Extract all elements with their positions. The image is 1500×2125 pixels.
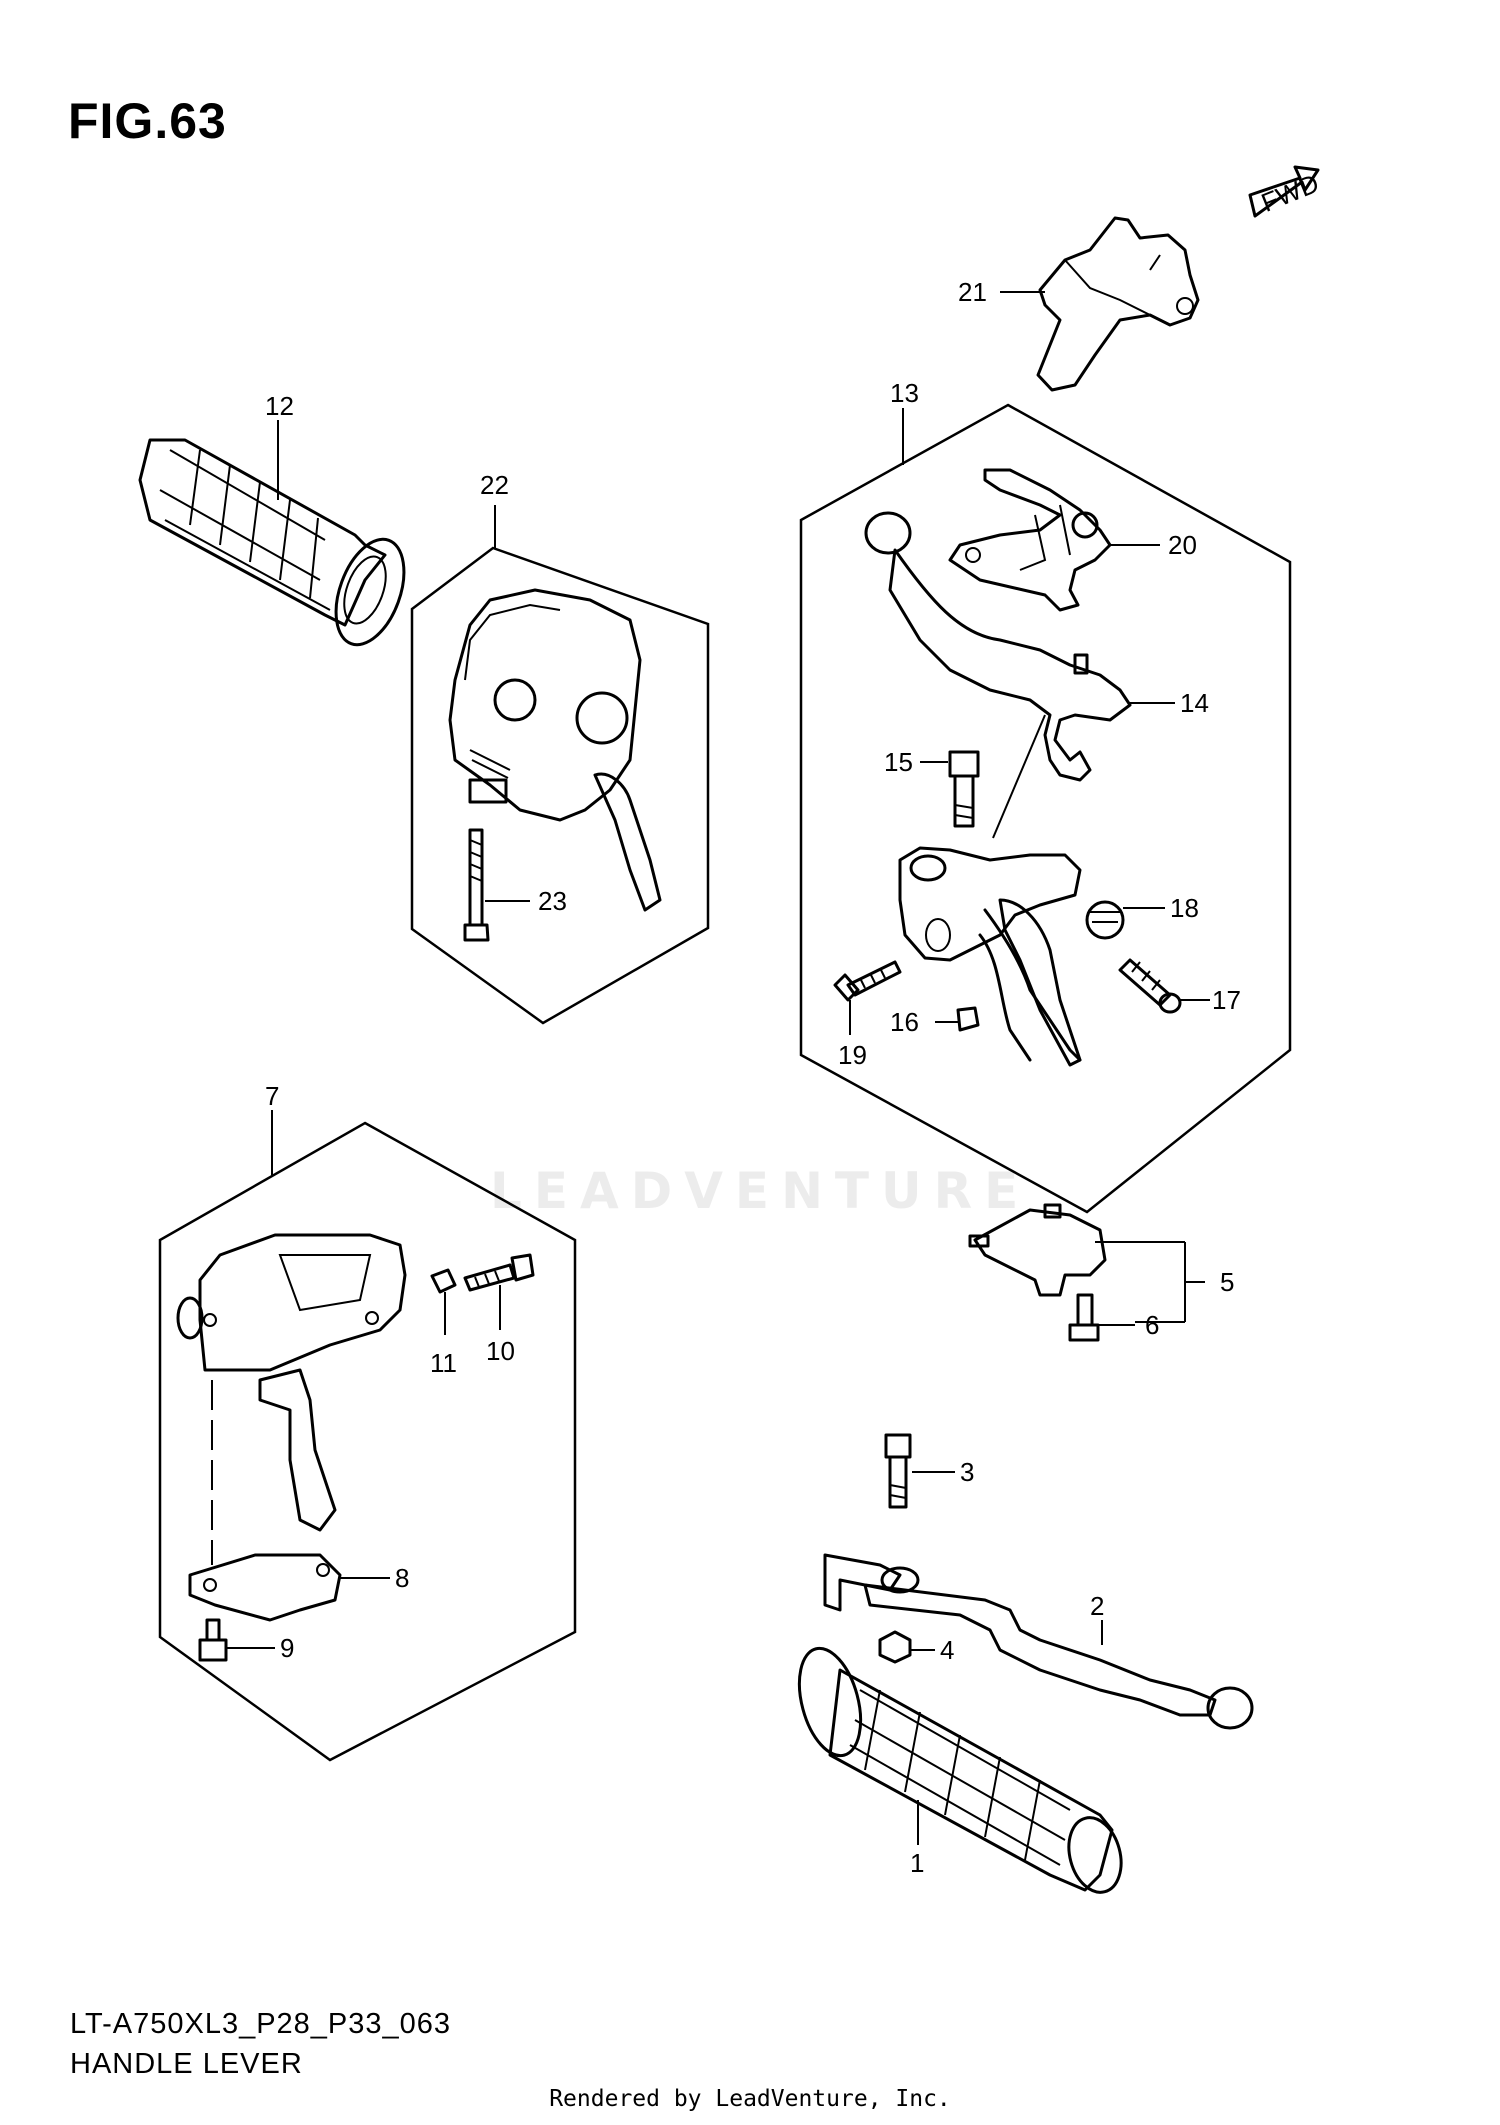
part-22-group-frame — [410, 546, 710, 1025]
callout-1: 1 — [910, 1848, 924, 1878]
part-17-screw — [1118, 958, 1182, 1014]
callout-11: 11 — [430, 1348, 457, 1378]
callout-3: 3 — [960, 1457, 974, 1487]
callout-4: 4 — [940, 1635, 954, 1665]
callout-9: 9 — [280, 1633, 294, 1663]
part-8-cover — [188, 1553, 342, 1622]
part-11-nut — [430, 1268, 457, 1294]
watermark-text: LEADVENTURE — [490, 1162, 1031, 1220]
part-12-left-grip — [138, 438, 406, 647]
diagram-name: HANDLE LEVER — [70, 2048, 303, 2080]
fwd-label: FWD — [1257, 168, 1323, 218]
part-19-bolt — [833, 960, 902, 1002]
part-7-throttle-housing — [176, 1233, 407, 1532]
figure-title: FIG.63 — [68, 93, 227, 149]
callout-15: 15 — [884, 747, 913, 777]
part-6-screw — [1068, 1293, 1100, 1342]
callout-21: 21 — [958, 277, 987, 307]
footer-credit: Rendered by LeadVenture, Inc. — [549, 2086, 951, 2112]
callout-13: 13 — [890, 378, 919, 408]
part-15-pivot-bolt — [948, 750, 980, 828]
part-14-brake-lever — [864, 511, 1132, 782]
assembly-line-14 — [992, 714, 1046, 839]
callout-2: 2 — [1090, 1591, 1104, 1621]
part-4-nut — [878, 1630, 912, 1664]
part-23-screw — [463, 828, 490, 942]
callout-23: 23 — [538, 886, 567, 916]
callout-10: 10 — [486, 1336, 515, 1366]
callout-6: 6 — [1145, 1310, 1159, 1340]
part-7-group-frame — [158, 1121, 577, 1762]
part-10-screw — [463, 1253, 535, 1292]
callout-20: 20 — [1168, 530, 1197, 560]
part-18-cap — [1085, 900, 1125, 940]
callout-17: 17 — [1212, 985, 1241, 1015]
part-13-master-cylinder — [898, 846, 1082, 1067]
part-16-nut — [956, 1006, 980, 1032]
fwd-arrow-icon: FWD — [1248, 165, 1323, 218]
part-13-group-frame — [799, 403, 1292, 1214]
callout-18: 18 — [1170, 893, 1199, 923]
part-21-lever-cover — [1036, 216, 1200, 392]
callout-12: 12 — [265, 391, 294, 421]
model-code: LT-A750XL3_P28_P33_063 — [70, 2008, 452, 2040]
part-1-right-grip — [797, 1646, 1123, 1894]
callout-7: 7 — [265, 1081, 279, 1111]
part-2-lever — [823, 1553, 1254, 1730]
callout-22: 22 — [480, 470, 509, 500]
callout-14: 14 — [1180, 688, 1209, 718]
part-22-switch-housing — [448, 588, 662, 912]
callout-16: 16 — [890, 1007, 919, 1037]
callout-19: 19 — [838, 1040, 867, 1070]
callout-5: 5 — [1220, 1267, 1234, 1297]
part-5-brake-switch — [968, 1203, 1107, 1297]
part-3-bolt — [884, 1433, 912, 1509]
callout-8: 8 — [395, 1563, 409, 1593]
part-20-bracket — [948, 468, 1112, 612]
part-9-nut — [198, 1618, 228, 1662]
